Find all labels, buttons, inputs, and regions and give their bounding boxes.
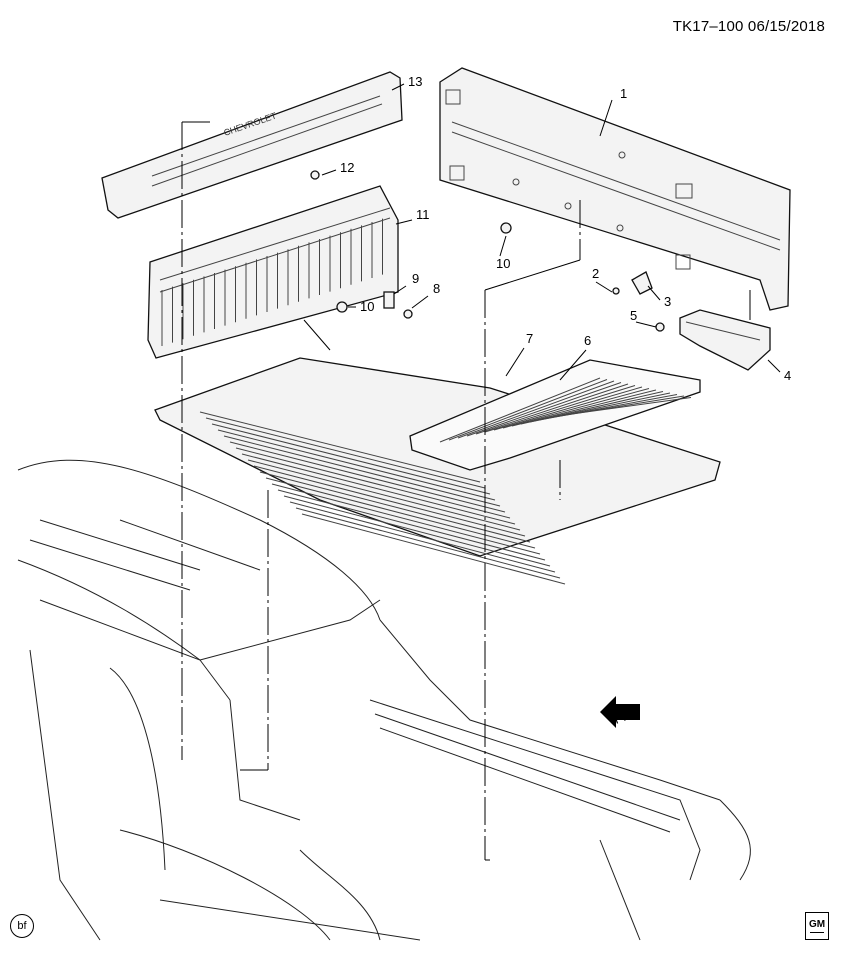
bed-side-panel	[439, 67, 791, 311]
bf-badge: bf	[10, 914, 34, 938]
callout-10: 10	[360, 299, 374, 314]
callout-leader	[393, 285, 407, 295]
truck-body-outline	[17, 459, 751, 941]
callout-leader	[395, 219, 413, 225]
callout-leader	[595, 281, 613, 293]
callout-leader	[321, 169, 337, 176]
callout-13: 13	[408, 74, 422, 89]
callout-1: 1	[620, 86, 627, 101]
callout-5: 5	[630, 308, 637, 323]
callout-leader	[499, 235, 507, 257]
assembly-lines	[181, 121, 751, 861]
callout-7: 7	[526, 331, 533, 346]
callout-12: 12	[340, 160, 354, 175]
callout-6: 6	[584, 333, 591, 348]
bracket	[679, 309, 771, 371]
callout-3: 3	[664, 294, 671, 309]
callout-leader	[505, 347, 525, 377]
callout-leader	[767, 359, 781, 373]
callout-9: 9	[412, 271, 419, 286]
callout-leader	[411, 295, 429, 309]
callout-8: 8	[433, 281, 440, 296]
fasteners	[310, 170, 665, 332]
front-direction-arrow: FRT	[600, 696, 641, 728]
callout-4: 4	[784, 368, 791, 383]
callout-leader	[647, 285, 661, 301]
callout-leader	[599, 99, 613, 137]
gm-logo: GM	[805, 912, 829, 940]
callout-leader	[391, 83, 405, 91]
storage-cover	[409, 359, 701, 471]
callout-leader	[635, 321, 657, 328]
document-id: TK17–100 06/15/2018	[672, 18, 825, 35]
tailgate-liner	[147, 185, 399, 359]
callout-leader	[559, 349, 587, 381]
callout-11: 11	[416, 207, 430, 222]
callout-10: 10	[496, 256, 510, 271]
callout-2: 2	[592, 266, 599, 281]
